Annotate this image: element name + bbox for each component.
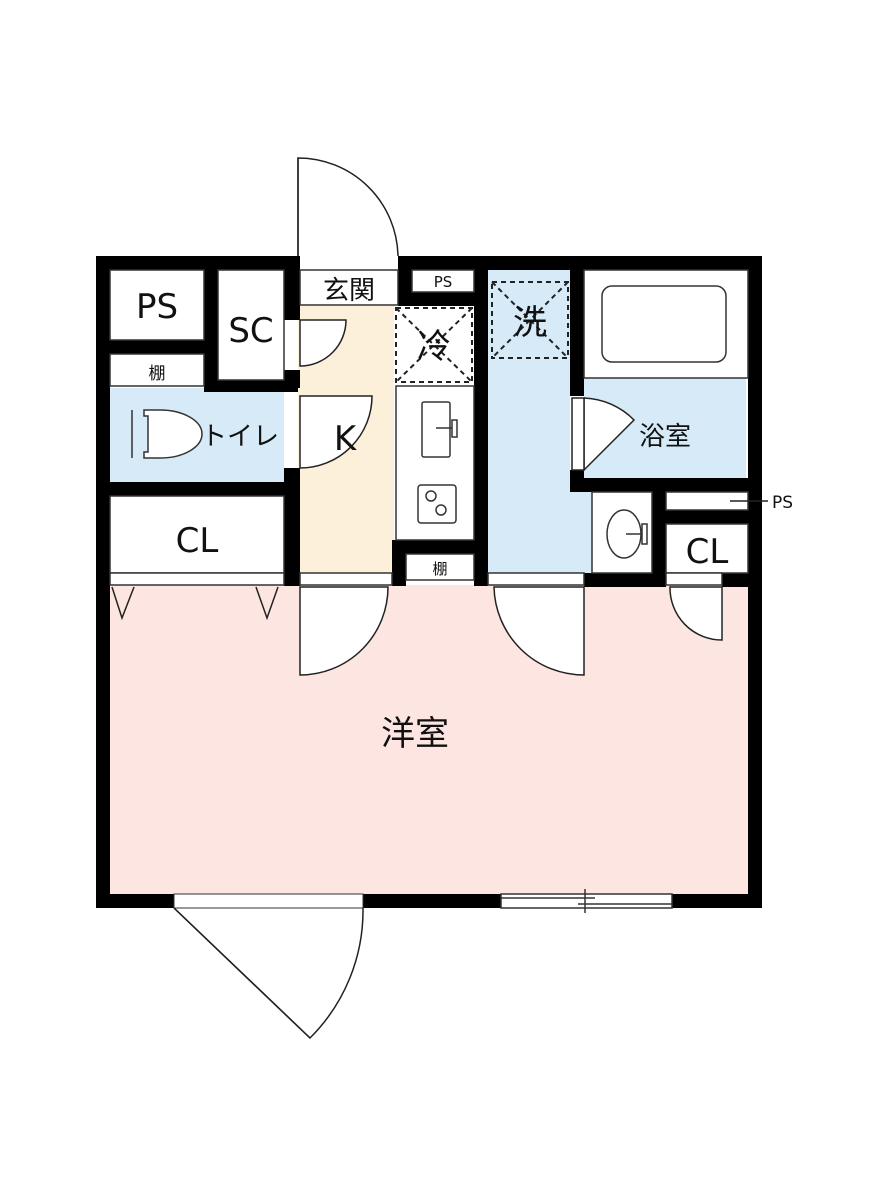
closet-fold-doors — [111, 586, 279, 621]
washroom-floor-lower — [488, 480, 592, 574]
fridge-icon — [395, 307, 473, 383]
doors — [173, 157, 723, 1040]
balcony-door-opening — [173, 893, 364, 909]
kitchen-sink-icon — [421, 401, 458, 458]
label-washer: 洗 — [513, 303, 547, 343]
label-shelf-left: 棚 — [149, 364, 166, 384]
label-cl-left: CL — [176, 521, 219, 561]
label-bathroom: 浴室 — [639, 422, 691, 452]
label-fridge: 冷 — [417, 327, 451, 367]
label-ps-top-left: PS — [136, 287, 178, 327]
window — [500, 889, 673, 913]
western-room-floor — [108, 585, 748, 895]
label-shelf-mid: 棚 — [432, 560, 447, 578]
label-genkan: 玄関 — [323, 276, 375, 306]
label-sc: SC — [228, 311, 273, 351]
washer-icon — [491, 281, 569, 359]
washbasin-icon — [606, 509, 648, 559]
label-western-room: 洋室 — [381, 714, 449, 754]
bathtub-icon — [601, 285, 727, 363]
interior-walls — [96, 256, 762, 587]
toilet-icon — [131, 409, 203, 459]
label-cl-right: CL — [686, 532, 729, 572]
label-ps-top-mid: PS — [434, 273, 453, 291]
stove-icon — [417, 484, 457, 524]
label-ps-right: PS — [772, 493, 793, 513]
label-toilet: トイレ — [201, 422, 279, 452]
label-kitchen: K — [334, 419, 358, 459]
entrance-door — [297, 157, 399, 257]
